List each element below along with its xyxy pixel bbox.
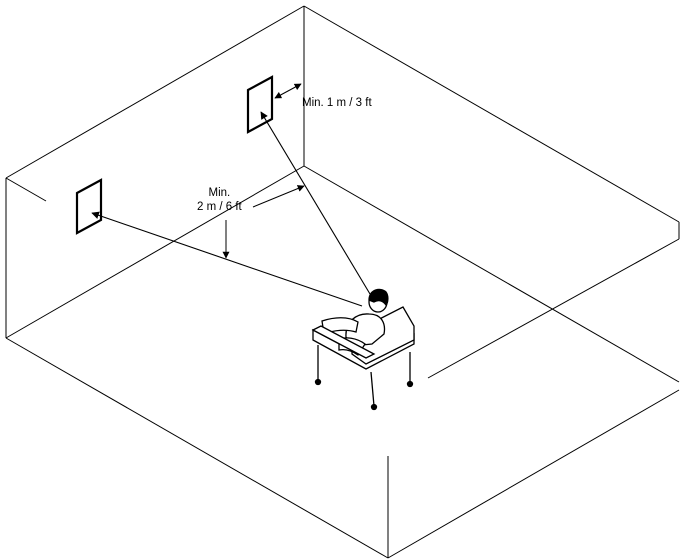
left-wall-top-edge [5, 5, 305, 179]
listening-lines [91, 111, 371, 307]
room-walls [5, 5, 680, 559]
speaker-left-wall [75, 178, 103, 235]
floor-right-edge [303, 165, 680, 383]
wall-clearance-label: Min. 1 m / 3 ft [302, 97, 372, 109]
listener-distance-label: Min. 2 m / 6 ft [197, 186, 242, 214]
right-wall-top-edge [303, 5, 680, 223]
front-right-floor-edge [427, 238, 680, 379]
left-wall-stub [5, 177, 47, 202]
listener-distance-label-line2: 2 m / 6 ft [197, 201, 242, 213]
dimension-arrows [222, 83, 305, 259]
listener-in-chair [311, 288, 415, 411]
listener-distance-label-line1: Min. [208, 187, 231, 199]
front-floor-edge [5, 337, 389, 559]
front-right-floor-edge-lower [387, 389, 680, 559]
wall-clearance-arrow [274, 83, 302, 99]
distance-arrow-right [252, 185, 305, 208]
line-to-left-speaker [91, 211, 363, 307]
line-to-back-speaker [260, 111, 371, 295]
floor-left-edge [5, 165, 305, 339]
